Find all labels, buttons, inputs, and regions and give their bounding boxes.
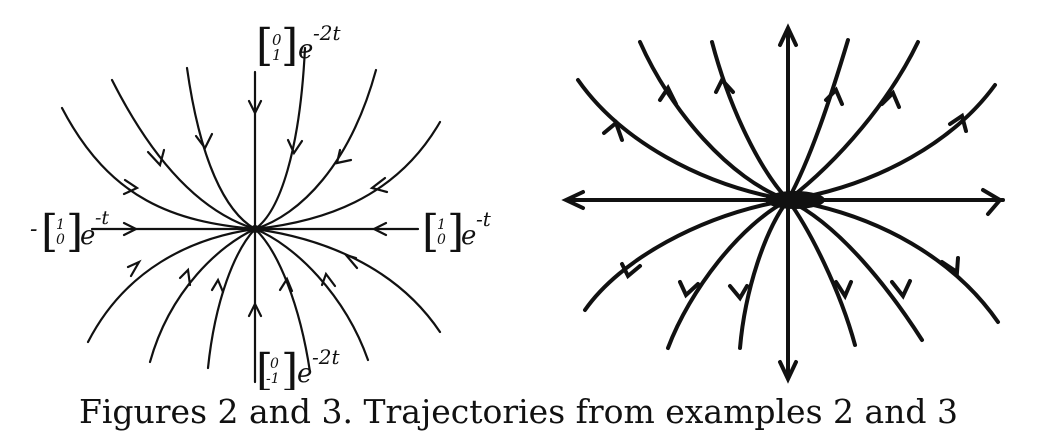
fig2-bottom-vector-1: -1 (266, 371, 280, 387)
fig2-label-right: [ 1 0 ] e -t (422, 206, 492, 257)
fig2-arrowhead (210, 277, 225, 294)
fig2-left-vector-0: 1 (56, 217, 65, 233)
svg-text:[: [ (256, 345, 273, 390)
fig3-trajectory (638, 40, 790, 202)
fig3-arrowhead (880, 89, 901, 109)
svg-text:]: ] (281, 20, 298, 71)
fig2-arrowhead (126, 259, 142, 278)
svg-text:[: [ (422, 206, 439, 257)
fig3-trajectory (786, 198, 924, 342)
figure-2 (60, 46, 442, 384)
fig2-arrowhead (278, 276, 294, 293)
fig2-right-exponent: -t (476, 207, 492, 231)
figure-3 (561, 23, 1005, 384)
fig3-arrowhead (778, 23, 798, 47)
svg-text:]: ] (447, 206, 464, 257)
fig2-arrowhead (320, 271, 337, 288)
svg-text:[: [ (41, 206, 58, 257)
fig3-trajectory (786, 198, 1000, 324)
figures-canvas: [ 0 1 ] e -2t [ 0 -1 ] e -2t - [ 1 0 ] e… (30, 20, 1005, 390)
svg-text:]: ] (281, 345, 298, 390)
fig2-left-vector-1: 0 (56, 232, 65, 248)
fig3-trajectory (786, 40, 920, 202)
fig2-top-vector-1: 1 (272, 46, 282, 64)
fig3-trajectory (576, 78, 790, 202)
fig3-arrowhead (602, 119, 624, 142)
fig3-arrowhead (940, 256, 960, 276)
fig3-arrowhead (561, 190, 585, 210)
fig2-trajectory (110, 78, 257, 231)
fig2-arrowhead (122, 221, 139, 237)
fig2-left-exp-base: e (80, 221, 95, 251)
fig3-arrowhead (714, 76, 735, 94)
fig2-left-exponent: -t (95, 207, 109, 229)
fig3-arrowhead (824, 86, 844, 106)
fig2-top-exp-base: e (298, 35, 313, 65)
fig2-arrowhead (342, 252, 359, 270)
fig3-arrowhead (834, 280, 853, 301)
fig2-arrowhead (247, 301, 263, 318)
svg-text:[: [ (256, 20, 273, 71)
fig3-trajectory (786, 198, 857, 347)
fig2-arrowhead (286, 138, 304, 156)
fig2-trajectory (185, 66, 257, 231)
fig3-trajectory (710, 40, 790, 202)
fig2-trajectory (253, 227, 370, 362)
fig2-bottom-vector-0: 0 (270, 356, 279, 372)
fig2-trajectory (253, 46, 307, 231)
fig2-trajectory (253, 68, 378, 231)
fig2-right-exp-base: e (461, 221, 476, 251)
fig2-bottom-exponent: -2t (312, 345, 340, 369)
fig2-arrowhead (335, 148, 353, 165)
fig2-label-top: [ 0 1 ] e -2t (256, 20, 341, 71)
fig2-right-vector-0: 1 (437, 217, 446, 233)
fig3-trajectory (786, 83, 997, 202)
fig3-trajectory (786, 38, 850, 202)
fig2-trajectory (148, 227, 257, 364)
fig2-label-left: - [ 1 0 ] e -t (30, 206, 109, 257)
fig3-arrowhead (658, 84, 678, 106)
fig2-trajectory (253, 120, 442, 231)
fig3-arrowhead (981, 188, 1004, 216)
fig2-arrowhead (369, 176, 389, 194)
fig3-trajectory (583, 198, 790, 312)
fig2-arrowhead (247, 99, 263, 116)
fig2-label-bottom: [ 0 -1 ] e -2t (256, 345, 340, 390)
fig2-arrowhead (371, 221, 388, 237)
fig3-trajectory (666, 198, 790, 350)
fig2-top-vector-0: 0 (272, 31, 282, 49)
figure-caption: Figures 2 and 3. Trajectories from examp… (78, 392, 959, 431)
fig3-origin (765, 191, 825, 209)
fig2-arrowhead (146, 148, 166, 168)
fig2-trajectory (86, 227, 257, 344)
fig2-left-prefix: - (30, 217, 37, 242)
fig3-arrowhead (890, 279, 912, 300)
fig2-origin (251, 225, 259, 233)
svg-text:]: ] (66, 206, 83, 257)
fig2-arrowhead (122, 178, 140, 196)
fig2-trajectory (253, 227, 312, 374)
fig2-top-exponent: -2t (313, 21, 341, 45)
fig3-arrowhead (948, 112, 968, 133)
fig3-arrowhead (778, 360, 798, 384)
fig3-arrowhead (620, 262, 642, 280)
fig3-trajectory (738, 198, 790, 350)
fig2-right-vector-1: 0 (437, 232, 446, 248)
fig2-arrowhead (194, 132, 214, 151)
fig2-trajectory (60, 106, 257, 231)
fig2-trajectory (206, 227, 257, 370)
fig2-bottom-exp-base: e (297, 359, 312, 389)
fig3-arrowhead (678, 280, 700, 299)
fig2-arrowhead (178, 267, 192, 287)
fig3-arrowhead (728, 284, 749, 302)
